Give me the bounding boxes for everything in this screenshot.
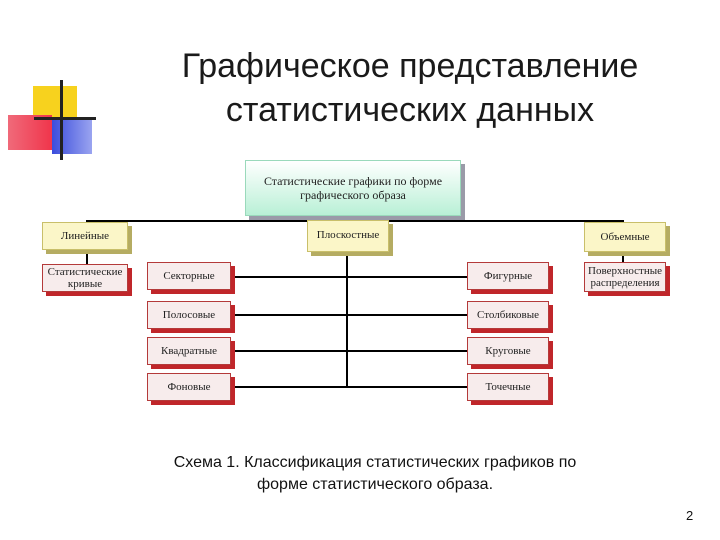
root-node-line-2: графического образа bbox=[300, 188, 406, 202]
page-number: 2 bbox=[686, 508, 694, 523]
node-circle: Круговые bbox=[467, 337, 549, 365]
logo-horizontal-line bbox=[34, 117, 96, 120]
branch-line-3 bbox=[232, 350, 468, 352]
node-figure: Фигурные bbox=[467, 262, 549, 290]
planar-trunk-line bbox=[346, 252, 348, 388]
branch-line-1 bbox=[232, 276, 468, 278]
node-linear: Линейные bbox=[42, 222, 128, 250]
node-statistical-curves: Статистические кривые bbox=[42, 264, 128, 292]
node-surface-distributions: Поверхностные распределения bbox=[584, 262, 666, 292]
page-title-line-1: Графическое представление bbox=[181, 47, 639, 85]
diagram-caption: Схема 1. Классификация статистических гр… bbox=[130, 452, 620, 496]
node-point: Точечные bbox=[467, 373, 549, 401]
node-statistical-curves-line-2: кривые bbox=[67, 278, 103, 290]
node-volume: Объемные bbox=[584, 222, 666, 252]
node-surface-distributions-line-1: Поверхностные bbox=[588, 265, 662, 277]
node-statistical-curves-line-1: Статистические bbox=[47, 266, 123, 278]
logo-red-square bbox=[8, 115, 52, 150]
node-sector: Секторные bbox=[147, 262, 231, 290]
branch-line-2 bbox=[232, 314, 468, 316]
root-stem-line bbox=[352, 216, 354, 222]
caption-line-1: Схема 1. Классификация статистических гр… bbox=[173, 454, 577, 471]
node-background: Фоновые bbox=[147, 373, 231, 401]
logo-vertical-line bbox=[60, 80, 63, 160]
node-column: Столбиковые bbox=[467, 301, 549, 329]
node-square: Квадратные bbox=[147, 337, 231, 365]
root-node: Статистические графики по форме графичес… bbox=[245, 160, 461, 216]
logo-blue-square bbox=[52, 118, 92, 154]
page-title-line-2: статистических данных bbox=[225, 91, 595, 129]
caption-line-2: форме статистического образа. bbox=[256, 476, 494, 493]
node-planar: Плоскостные bbox=[307, 220, 389, 252]
branch-line-4 bbox=[232, 386, 468, 388]
page-title: Графическое представление статистических… bbox=[130, 44, 690, 132]
node-surface-distributions-line-2: распределения bbox=[590, 277, 660, 289]
node-strip: Полосовые bbox=[147, 301, 231, 329]
root-node-line-1: Статистические графики по форме bbox=[263, 174, 443, 188]
logo-decoration bbox=[0, 0, 120, 170]
